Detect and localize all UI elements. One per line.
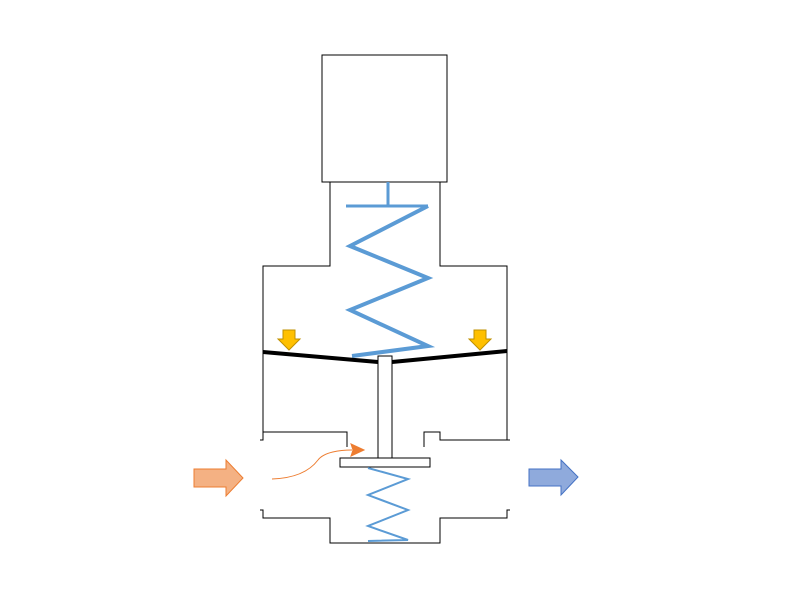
flow-path-arrowhead <box>350 443 366 457</box>
valve-body-right <box>423 431 510 447</box>
valve-body-bottom <box>260 509 510 544</box>
right-arrow-icon <box>193 458 244 498</box>
flow-path-curve <box>271 449 353 480</box>
diaphragm <box>262 349 508 364</box>
actuator-housing <box>321 54 448 183</box>
valve-disc <box>339 457 431 468</box>
valve-stem <box>377 355 393 459</box>
down-arrow-icon <box>276 329 302 351</box>
down-arrow-icon <box>467 329 493 351</box>
right-arrow-icon <box>528 458 579 497</box>
return-spring <box>365 467 412 542</box>
main-spring <box>344 204 436 358</box>
valve-body-left <box>260 431 348 447</box>
